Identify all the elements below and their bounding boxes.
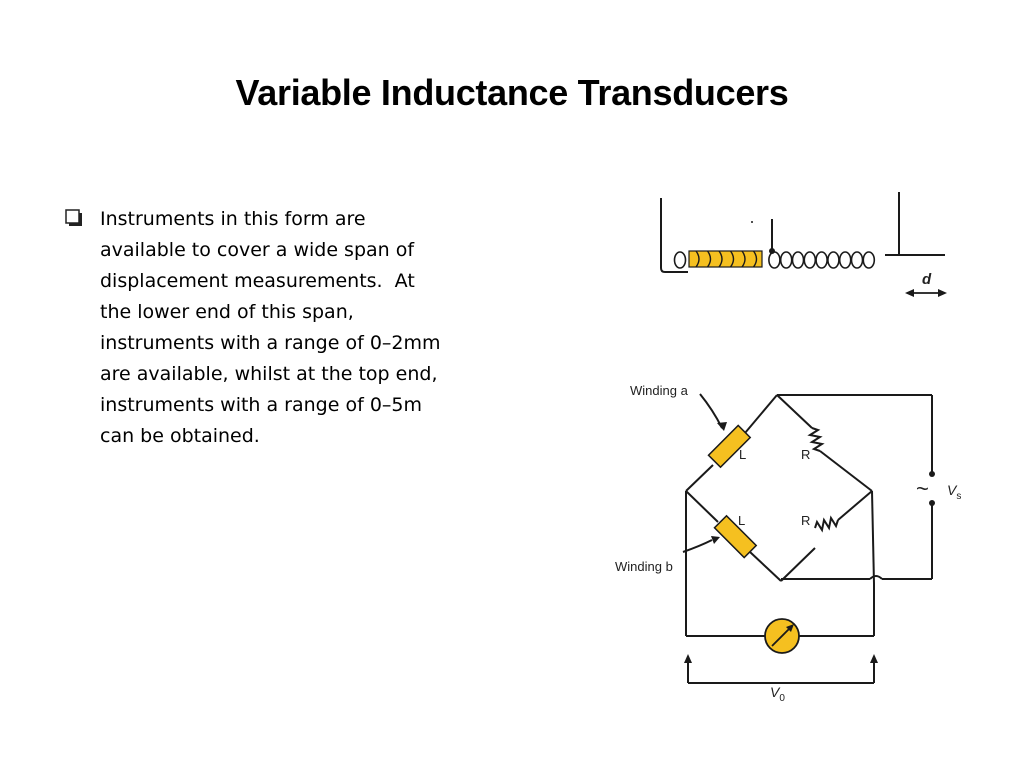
- output-label: V0: [770, 684, 785, 704]
- displacement-label: d: [922, 271, 932, 288]
- ferromagnetic-core: [688, 250, 763, 268]
- bullet-line: instruments with a range of 0–2mm: [100, 332, 441, 354]
- inductor-a: [707, 424, 752, 469]
- inductor-b: [713, 514, 758, 559]
- coil-winding: [673, 251, 876, 269]
- supply-symbol: ~: [916, 476, 929, 501]
- bullet-item: Instruments in this form are available t…: [64, 204, 484, 452]
- bullet-line: can be obtained.: [100, 425, 260, 447]
- displacement-arrow: [905, 289, 947, 297]
- inductor-b-label: L: [738, 513, 745, 528]
- resistor-top-label: R: [801, 447, 810, 462]
- checkbox-bullet-icon: [65, 209, 82, 226]
- bullet-line: are available, whilst at the top end,: [100, 363, 438, 385]
- resistor-bottom-label: R: [801, 513, 810, 528]
- bullet-line: available to cover a wide span of: [100, 239, 415, 261]
- inductor-a-label: L: [739, 447, 746, 462]
- bullet-line: instruments with a range of 0–5m: [100, 394, 423, 416]
- supply-label: Vs: [947, 482, 961, 502]
- bullet-line: displacement measurements. At: [100, 270, 415, 292]
- bullet-line: Instruments in this form are: [100, 208, 366, 230]
- bullet-line: the lower end of this span,: [100, 301, 354, 323]
- voltmeter-icon: [764, 618, 800, 654]
- slide-title: Variable Inductance Transducers: [235, 72, 789, 113]
- winding-b-label: Winding b: [615, 559, 673, 574]
- winding-a-label: Winding a: [630, 383, 689, 398]
- bullet-text: Instruments in this form are available t…: [100, 204, 484, 452]
